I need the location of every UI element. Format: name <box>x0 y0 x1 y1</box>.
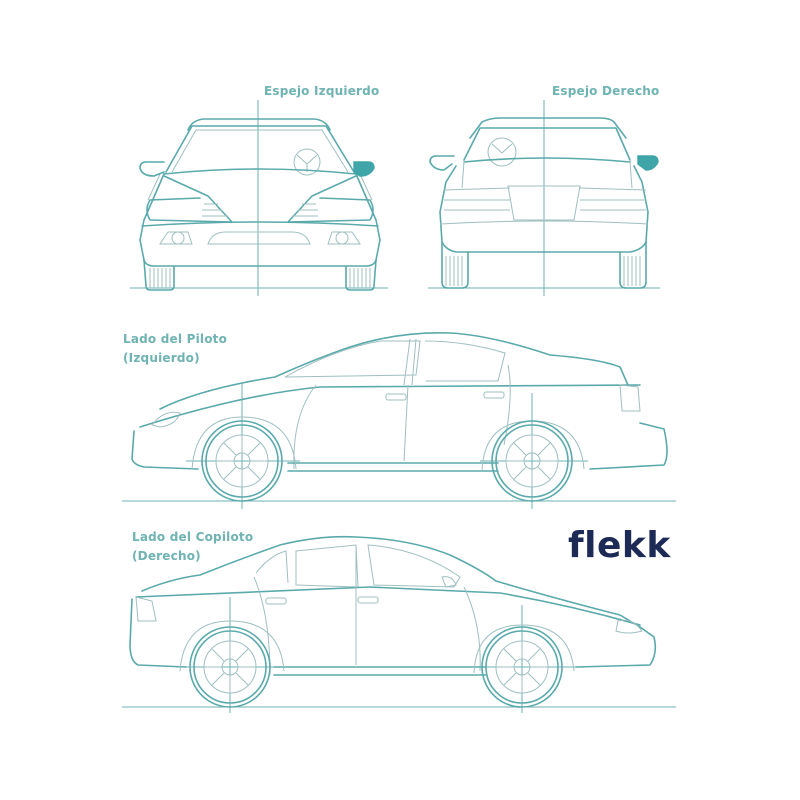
car-rear-view <box>428 100 660 296</box>
front-wheel <box>481 626 563 708</box>
front-wheel <box>201 420 283 502</box>
label-lado-piloto-line1: Lado del Piloto <box>123 332 228 346</box>
label-lado-copiloto-line2: (Derecho) <box>132 549 201 563</box>
car-left-side-view <box>122 331 676 509</box>
rear-wheel <box>491 420 573 502</box>
mirror-highlight-front <box>353 161 375 177</box>
label-lado-copiloto: Lado del Copiloto (Derecho) <box>132 528 253 566</box>
mirror-highlight-rear <box>637 155 659 171</box>
label-lado-piloto: Lado del Piloto (Izquierdo) <box>123 330 227 368</box>
rear-wheel <box>189 626 271 708</box>
flekk-logo: flekk <box>568 525 671 566</box>
label-espejo-derecho: Espejo Derecho <box>552 84 660 98</box>
car-front-view <box>130 100 388 296</box>
label-lado-piloto-line2: (Izquierdo) <box>123 351 200 365</box>
label-espejo-izquierdo: Espejo Izquierdo <box>264 84 380 98</box>
car-right-side-view <box>122 535 676 713</box>
label-lado-copiloto-line1: Lado del Copiloto <box>132 530 254 544</box>
